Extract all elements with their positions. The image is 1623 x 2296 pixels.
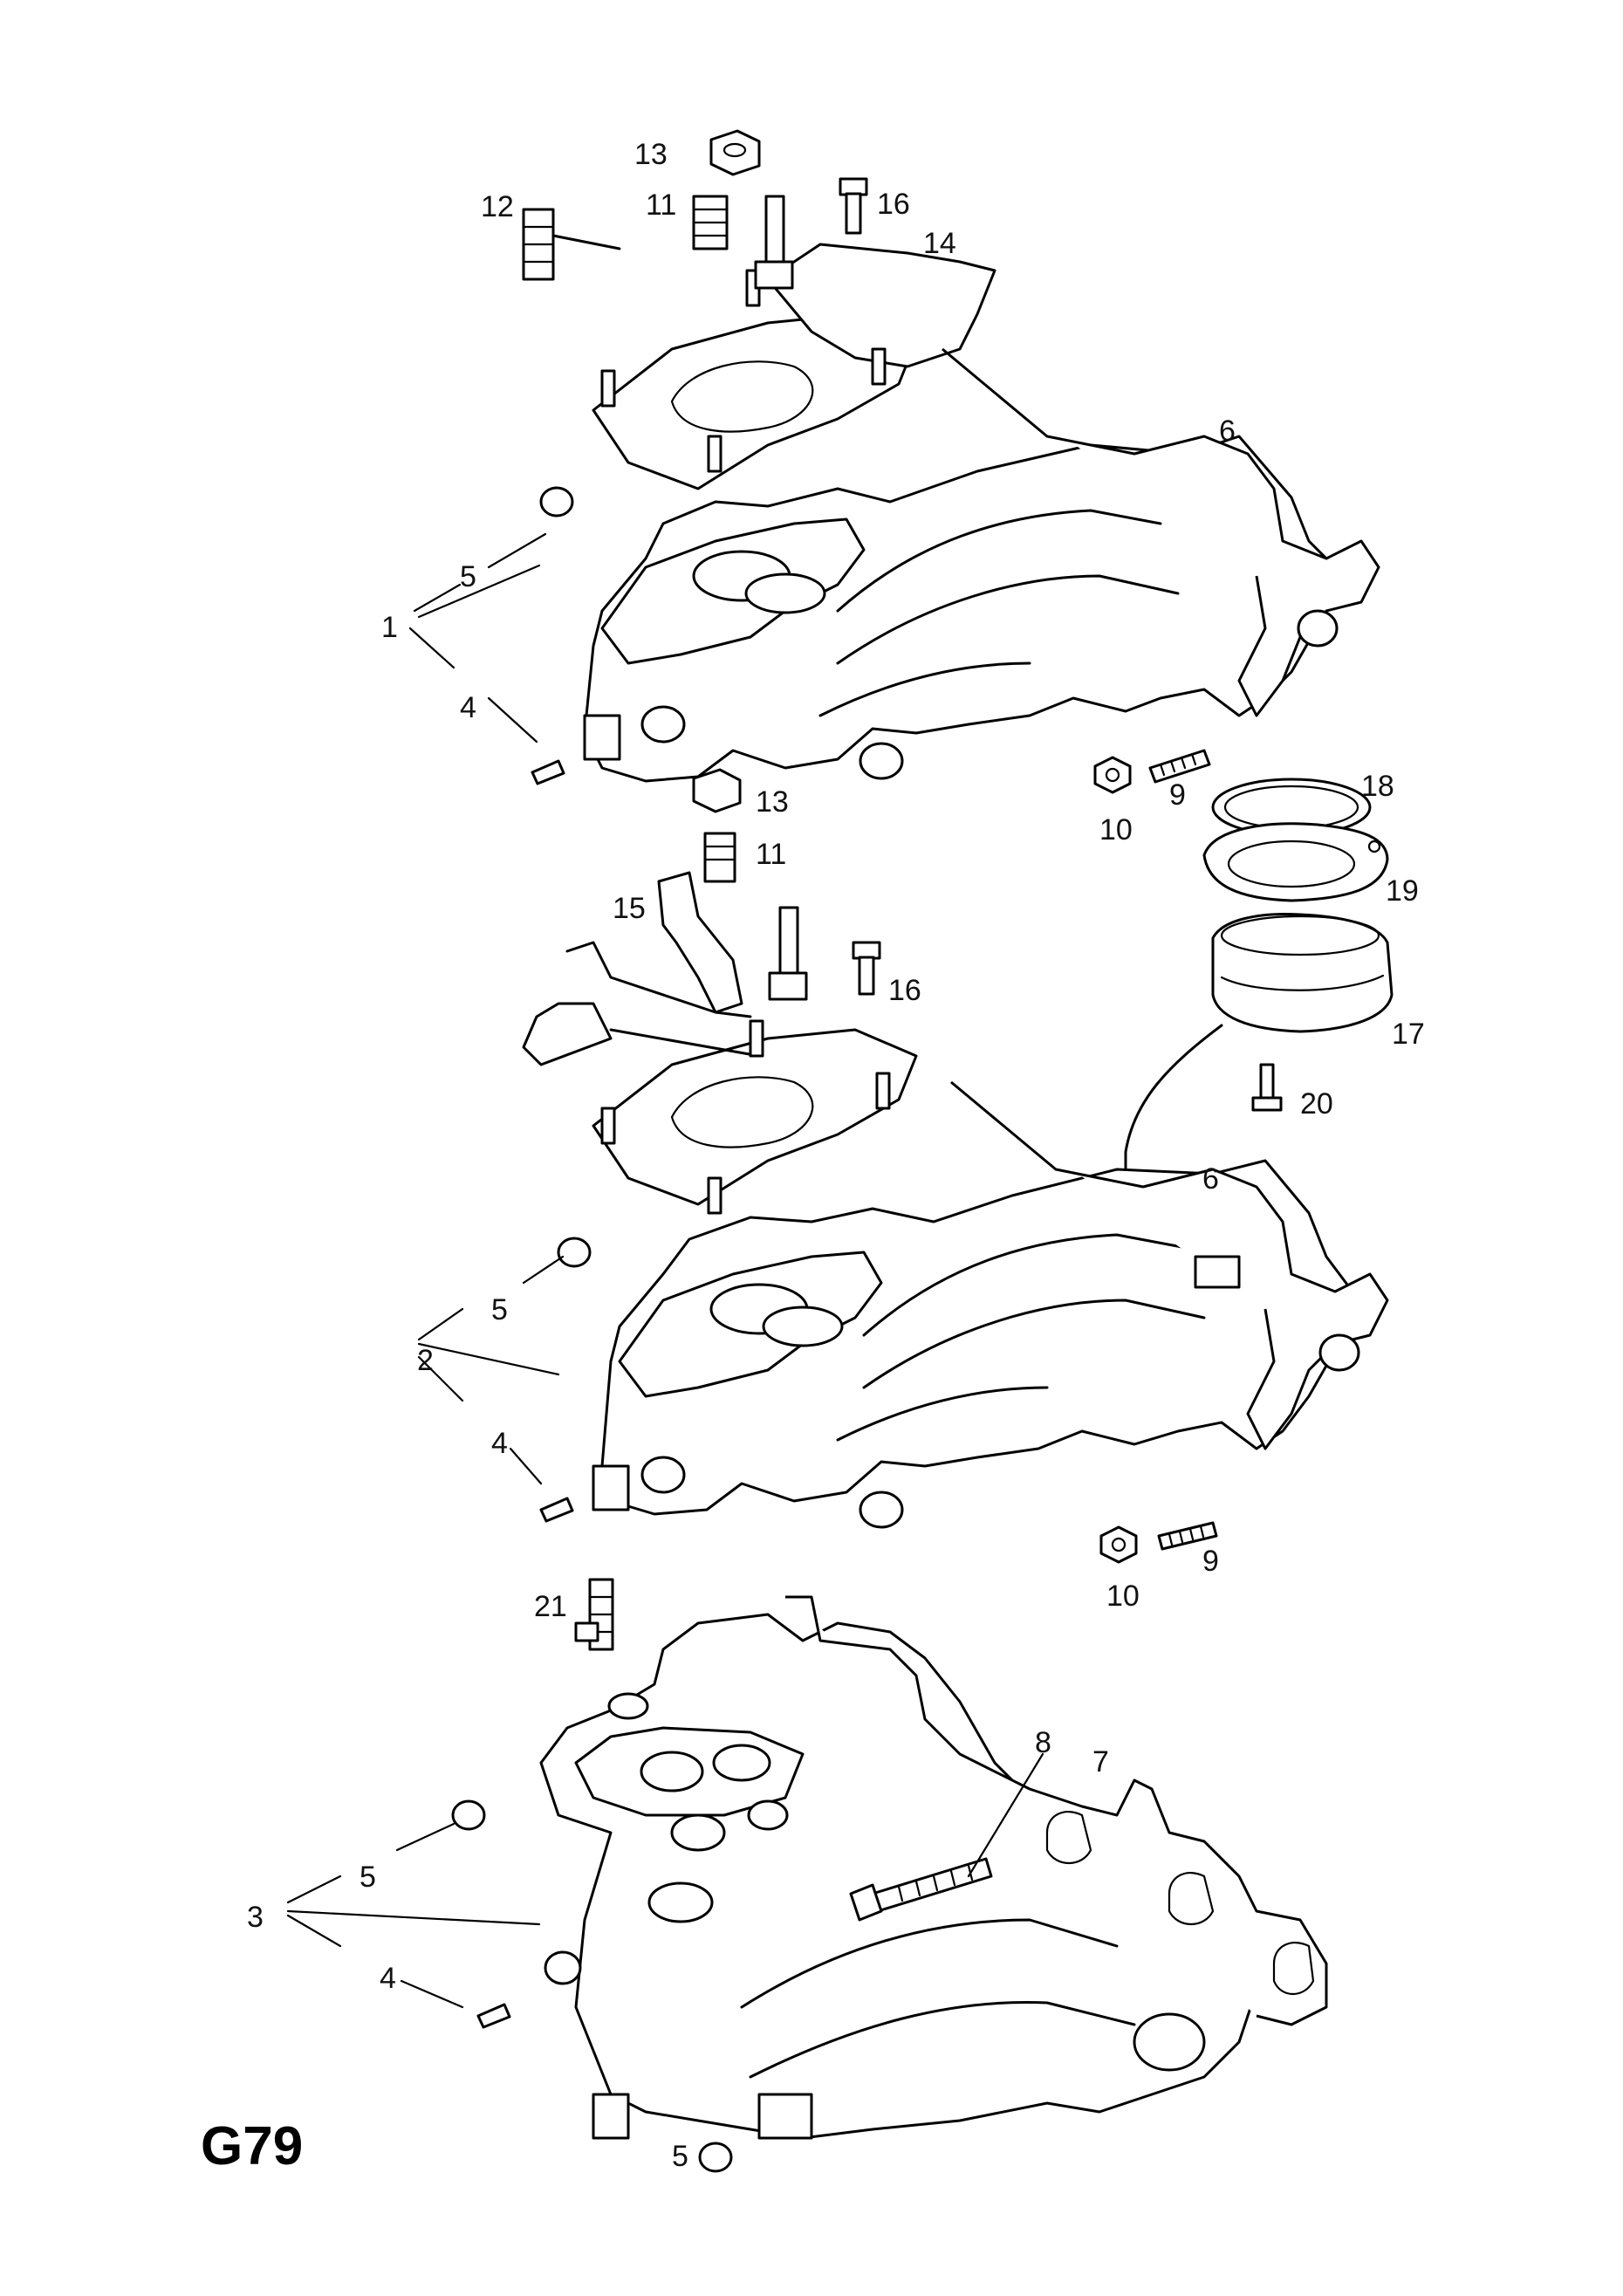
callout-2: 2 <box>417 1344 434 1377</box>
callout-1: 1 <box>381 611 398 644</box>
gasket-middle <box>592 1028 918 1206</box>
screw-16-mid <box>852 941 881 996</box>
callout-4-bottom: 4 <box>380 1962 396 1995</box>
callout-6-top: 6 <box>1219 415 1236 448</box>
nut-10-top <box>1093 756 1132 794</box>
diagram-code: G79 <box>201 2116 303 2176</box>
lever-15 <box>657 871 743 1014</box>
callout-7: 7 <box>1092 1745 1109 1779</box>
callout-17: 17 <box>1392 1018 1425 1051</box>
plug-5-mid <box>557 1237 592 1268</box>
callout-9-mid: 9 <box>1202 1545 1219 1578</box>
callout-10-top: 10 <box>1099 813 1133 846</box>
callout-20: 20 <box>1300 1087 1333 1121</box>
gasket-19 <box>1202 822 1389 902</box>
callout-21: 21 <box>534 1590 567 1623</box>
callout-18: 18 <box>1361 770 1394 803</box>
callout-8: 8 <box>1035 1726 1051 1759</box>
flange-7 <box>785 1595 1328 2026</box>
stud-9-mid <box>1157 1521 1218 1551</box>
manifold-assembly-3 <box>539 1595 1328 2140</box>
stud-8 <box>849 1857 993 1922</box>
callout-10-mid: 10 <box>1106 1580 1140 1613</box>
manifold-assembly-1 <box>583 243 1380 783</box>
nut-13-mid <box>692 768 742 813</box>
callout-5-top: 5 <box>460 560 476 593</box>
callout-14: 14 <box>923 227 956 260</box>
callout-12: 12 <box>481 190 514 223</box>
screw-16-top <box>839 177 868 235</box>
stud-9-top <box>1148 749 1211 784</box>
callout-13-top: 13 <box>634 138 668 171</box>
callout-6-mid: 6 <box>1202 1162 1219 1196</box>
pin-4-bottom <box>476 2003 511 2029</box>
callout-11-mid: 11 <box>756 838 786 871</box>
callout-5-bottom-left: 5 <box>360 1861 376 1894</box>
callout-9-top: 9 <box>1169 778 1186 812</box>
screw-20 <box>1251 1063 1283 1112</box>
bracket-6 <box>942 347 1380 717</box>
pin-4-top <box>531 759 565 785</box>
plug-5-bottom <box>698 2142 733 2173</box>
pin-4-mid <box>539 1497 574 1523</box>
callout-3: 3 <box>247 1901 264 1934</box>
leader-lines <box>286 532 1044 2009</box>
callout-11-top: 11 <box>646 188 676 222</box>
gasket-14 <box>592 312 918 490</box>
union-11-mid <box>703 832 736 883</box>
callout-labels: 13 12 11 16 14 6 5 1 4 13 11 10 9 18 19 … <box>247 138 1425 2173</box>
callout-13-mid: 13 <box>756 785 789 819</box>
callout-4-top: 4 <box>460 691 476 724</box>
callout-4-mid: 4 <box>491 1427 508 1460</box>
manifold-assembly-2 <box>522 871 1389 1529</box>
callout-16-top: 16 <box>877 188 910 221</box>
fitting-12 <box>522 208 621 281</box>
intake-manifold-2 <box>600 1159 1354 1516</box>
nut-10-mid <box>1099 1525 1138 1564</box>
nut-13-top <box>709 129 761 176</box>
plug-5-bottom-left <box>451 1799 486 1831</box>
callout-15: 15 <box>613 892 646 925</box>
shaft-rod-top <box>754 195 794 290</box>
callout-5-bottom: 5 <box>672 2140 688 2173</box>
fitting-21 <box>574 1578 614 1651</box>
union-11-top <box>692 195 729 250</box>
plug-5-top <box>539 486 574 517</box>
callout-5-mid: 5 <box>491 1293 508 1326</box>
callout-19: 19 <box>1386 874 1419 908</box>
bracket-6-mid <box>950 1080 1389 1450</box>
callout-16-mid: 16 <box>888 974 921 1007</box>
stud-bolts-top <box>600 269 887 473</box>
